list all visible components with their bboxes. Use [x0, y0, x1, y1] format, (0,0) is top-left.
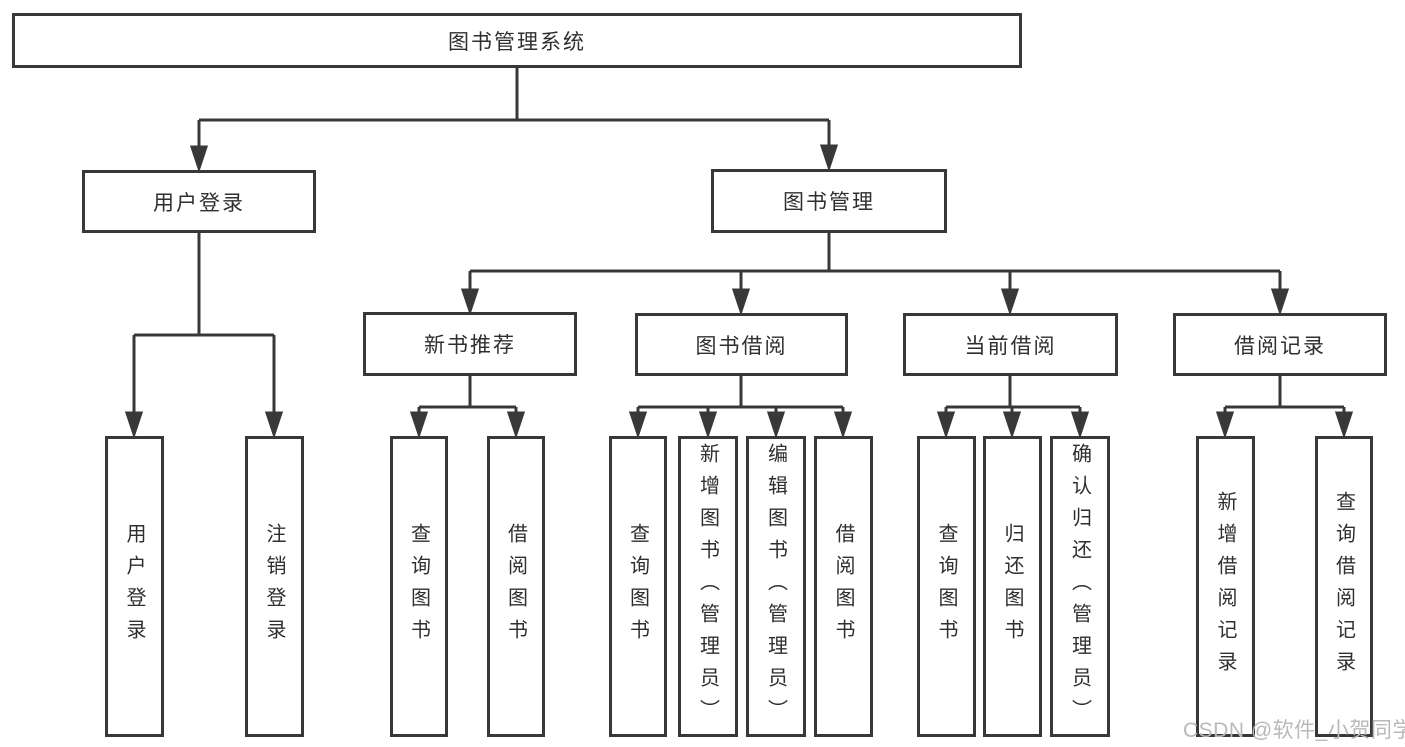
- node-user-login-leaf: 用户登录: [105, 436, 164, 737]
- node-label: 查询借阅记录: [1332, 490, 1355, 683]
- connector-book-borrow-children: [628, 376, 853, 439]
- node-current-borrow: 当前借阅: [903, 313, 1118, 376]
- node-label: 借阅图书: [832, 522, 854, 651]
- node-label: 借阅图书: [504, 522, 527, 651]
- node-query-books-borrow: 查询图书: [609, 436, 667, 737]
- connector-current-borrow-children: [936, 376, 1090, 439]
- node-query-borrow-record: 查询借阅记录: [1315, 436, 1373, 737]
- node-label: 新增借阅记录: [1214, 490, 1236, 683]
- node-logout-leaf: 注销登录: [245, 436, 304, 737]
- node-book-borrow: 图书借阅: [635, 313, 848, 376]
- node-label: 编辑图书（管理员）: [764, 442, 787, 731]
- node-book-management: 图书管理: [711, 169, 947, 233]
- node-label: 注销登录: [263, 522, 285, 651]
- csdn-watermark: CSDN @软件_小贺同学: [1183, 719, 1405, 742]
- node-label: 新增图书（管理员）: [696, 442, 719, 731]
- node-add-books-admin: 新增图书（管理员）: [678, 436, 738, 737]
- node-label: 当前借阅: [964, 334, 1057, 358]
- node-label: 查询图书: [626, 522, 649, 651]
- node-user-login: 用户登录: [82, 170, 316, 233]
- node-borrow-record: 借阅记录: [1173, 313, 1387, 376]
- node-label: 用户登录: [153, 191, 245, 215]
- node-label: 确认归还（管理员）: [1068, 442, 1091, 731]
- connector-borrow-record-children: [1215, 376, 1354, 439]
- node-label: 图书借阅: [695, 334, 788, 358]
- node-query-books-current: 查询图书: [917, 436, 976, 737]
- connector-new-book-children: [409, 376, 526, 439]
- node-edit-books-admin: 编辑图书（管理员）: [746, 436, 806, 737]
- node-label: 图书管理: [783, 191, 875, 214]
- node-library-management-system: 图书管理系统: [12, 13, 1022, 68]
- node-return-books: 归还图书: [983, 436, 1042, 737]
- node-borrow-books-recommend: 借阅图书: [487, 436, 545, 737]
- connector-user-login-children: [124, 233, 284, 439]
- node-label: 借阅记录: [1234, 334, 1326, 358]
- node-new-book-recommend: 新书推荐: [363, 312, 577, 376]
- node-label: 新书推荐: [424, 334, 516, 357]
- node-confirm-return-admin: 确认归还（管理员）: [1050, 436, 1110, 737]
- node-label: 归还图书: [1001, 522, 1023, 651]
- node-label: 图书管理系统: [448, 30, 586, 54]
- node-borrow-books-leaf: 借阅图书: [814, 436, 873, 737]
- connector-book-mgmt-children: [460, 233, 1290, 316]
- node-label: 查询图书: [407, 522, 430, 651]
- connector-root-to-level2: [189, 68, 839, 173]
- node-label: 查询图书: [935, 522, 957, 651]
- node-add-borrow-record: 新增借阅记录: [1196, 436, 1255, 737]
- node-query-books-recommend: 查询图书: [390, 436, 448, 737]
- node-label: 用户登录: [123, 522, 145, 651]
